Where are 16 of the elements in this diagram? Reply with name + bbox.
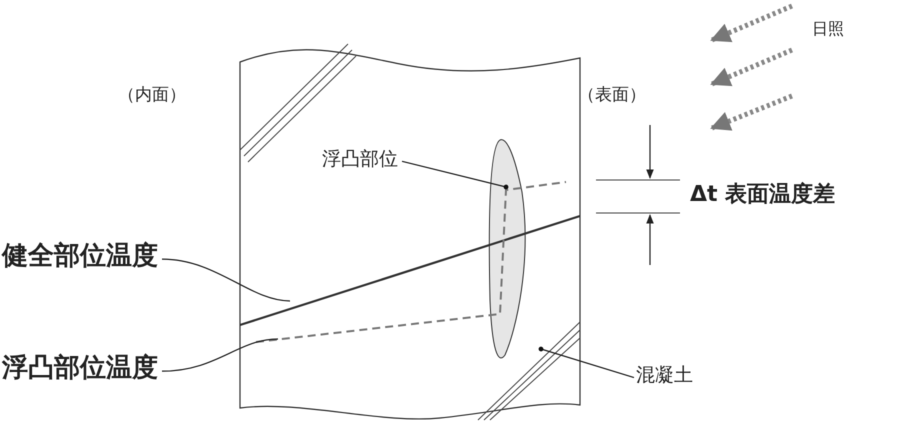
side-label: （内面） xyxy=(118,86,186,105)
leader-line xyxy=(162,258,290,302)
sunlight-label: 日照 xyxy=(812,20,844,38)
side-label: （表面） xyxy=(578,86,646,105)
concrete-wall-drawing xyxy=(239,44,581,420)
part-label: 浮凸部位温度 xyxy=(2,354,158,383)
leader-line xyxy=(402,160,508,190)
part-label: 健全部位温度 xyxy=(2,242,158,271)
dimension-label: Δt 表面温度差 xyxy=(690,183,836,208)
sound-temperature-line xyxy=(240,214,580,326)
delamination-region xyxy=(488,139,526,358)
part-label: 浮凸部位 xyxy=(322,148,398,170)
leader-line xyxy=(538,346,634,378)
part-label: 混凝土 xyxy=(636,365,693,386)
leader-line xyxy=(162,338,278,372)
delamination-temperature-line xyxy=(256,181,566,343)
